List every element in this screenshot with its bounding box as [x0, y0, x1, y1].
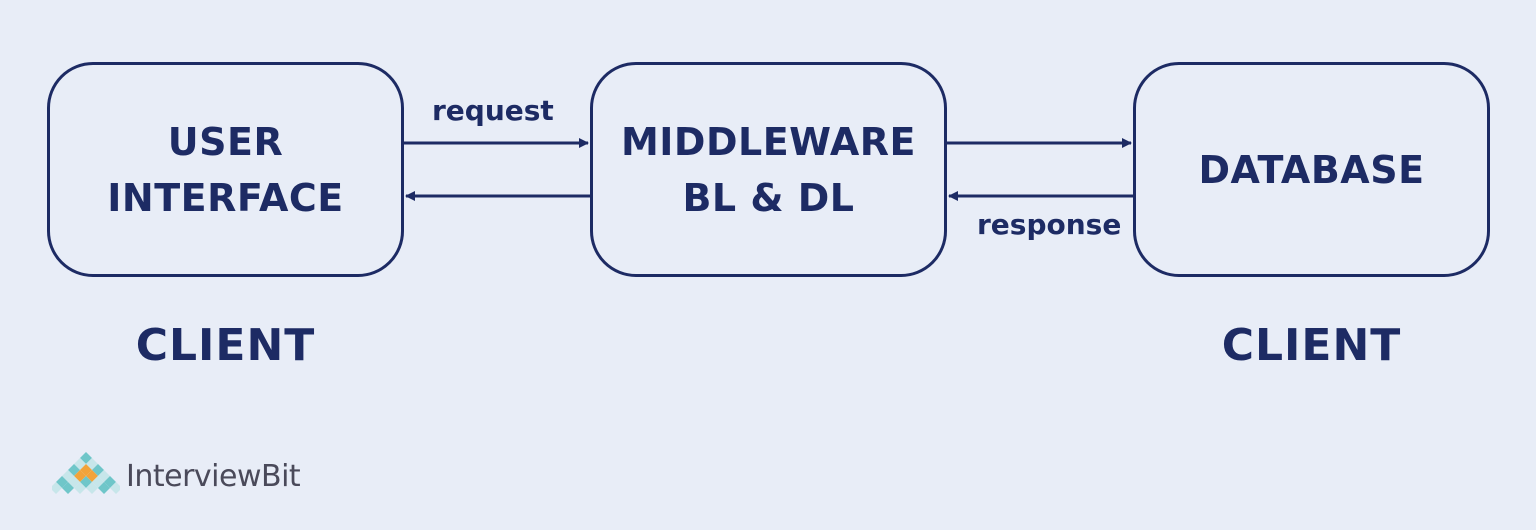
middleware-box: MIDDLEWARE BL & DL — [590, 62, 947, 277]
database-label: DATABASE — [1198, 142, 1424, 198]
client-tier-label-left: CLIENT — [135, 320, 316, 371]
request-label: request — [432, 94, 554, 127]
user-interface-line-2: INTERFACE — [107, 175, 344, 220]
database-line-1: DATABASE — [1198, 147, 1425, 192]
middleware-line-1: MIDDLEWARE — [620, 119, 917, 164]
database-box: DATABASE — [1133, 62, 1490, 277]
user-interface-label: USER INTERFACE — [107, 114, 343, 226]
response-label: response — [977, 208, 1122, 241]
user-interface-box: USER INTERFACE — [47, 62, 404, 277]
user-interface-line-1: USER — [167, 119, 284, 164]
middleware-label: MIDDLEWARE BL & DL — [621, 114, 916, 226]
logo-diamond-icon — [52, 452, 120, 494]
logo-text: InterviewBit — [126, 458, 301, 494]
client-tier-label-right: CLIENT — [1221, 320, 1402, 371]
middleware-line-2: BL & DL — [682, 175, 855, 220]
interviewbit-logo: InterviewBit — [52, 452, 301, 500]
